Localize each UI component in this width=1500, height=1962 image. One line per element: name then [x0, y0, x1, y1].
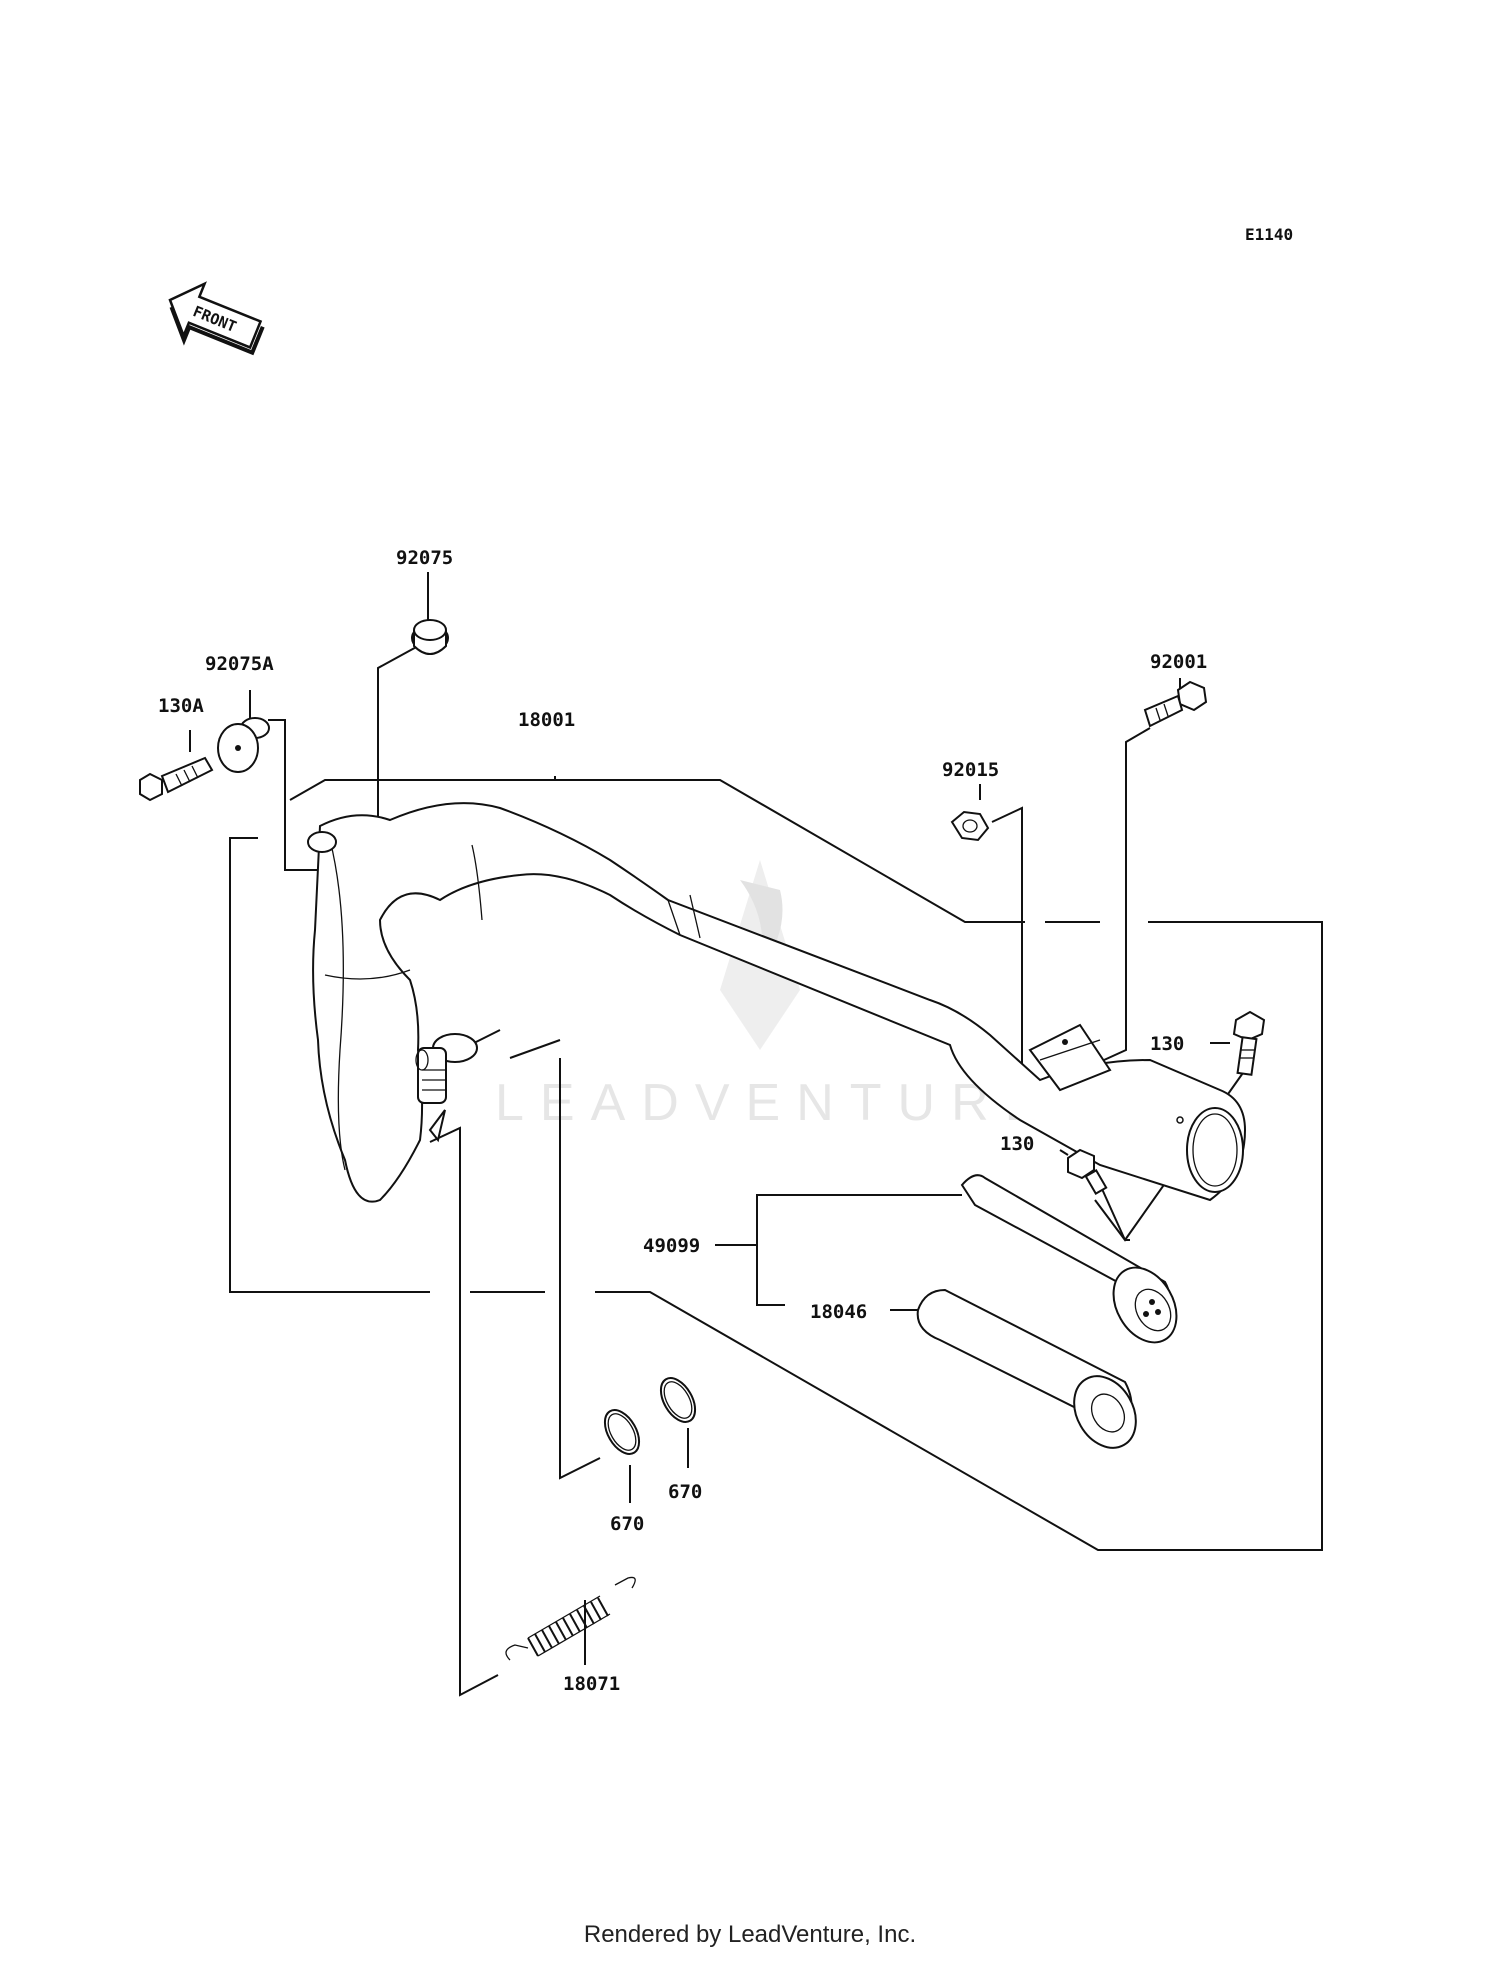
o-ring-670-right [659, 1377, 697, 1423]
footer-credit: Rendered by LeadVenture, Inc. [584, 1921, 916, 1948]
part-label-130-right: 130 [1150, 1033, 1184, 1055]
watermark: LEADVENTURE [495, 860, 1055, 1132]
part-label-130-lower: 130 [1000, 1133, 1034, 1155]
watermark-text: LEADVENTURE [495, 1074, 1055, 1132]
bolt-130-right [1232, 1010, 1266, 1076]
leader-lines [189, 572, 1323, 1697]
part-label-670-left: 670 [610, 1513, 644, 1535]
bolt-92001 [1143, 680, 1208, 728]
muffler-18001 [307, 802, 1247, 1203]
bolt-130A [139, 756, 214, 802]
spring-18071 [505, 1576, 636, 1661]
part-label-92075: 92075 [396, 547, 453, 569]
part-label-670-right: 670 [668, 1481, 702, 1503]
grommet-92075A [217, 717, 270, 773]
part-label-130A: 130A [158, 695, 204, 717]
part-label-92075A: 92075A [205, 653, 274, 675]
part-label-49099: 49099 [643, 1235, 700, 1257]
rubber-damper-92075 [411, 619, 449, 655]
bolt-130-lower [1067, 1148, 1108, 1196]
diagram-code: E1140 [1245, 225, 1293, 244]
part-label-92001: 92001 [1150, 651, 1207, 673]
part-label-18001: 18001 [518, 709, 575, 731]
spark-arrester-49099 [960, 1174, 1178, 1344]
nut-92015 [950, 810, 990, 842]
part-label-18046: 18046 [810, 1301, 867, 1323]
part-label-92015: 92015 [942, 759, 999, 781]
part-label-18071: 18071 [563, 1673, 620, 1695]
packing-18046 [916, 1288, 1137, 1449]
o-ring-670-left [603, 1409, 641, 1455]
front-arrow-icon: FRONT [168, 281, 265, 356]
